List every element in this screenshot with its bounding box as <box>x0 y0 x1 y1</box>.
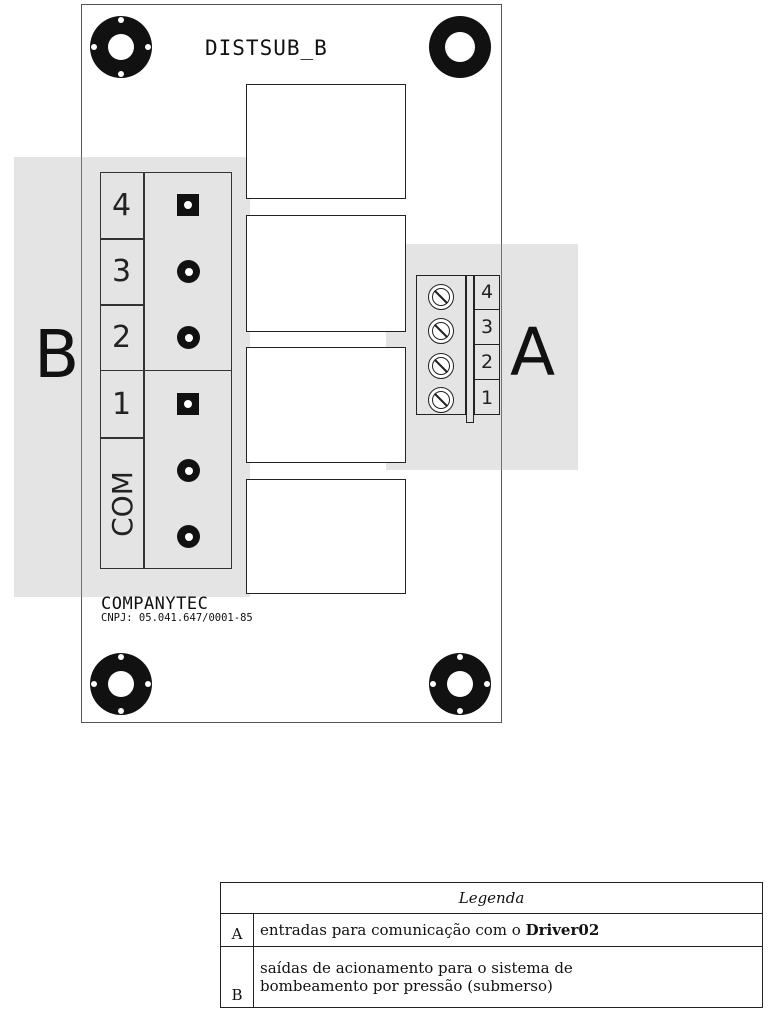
legend-key-a: A <box>220 913 254 947</box>
screw-a-1 <box>428 387 454 413</box>
connector-b-lower <box>100 370 232 569</box>
board-title: DISTSUB_B <box>205 36 328 60</box>
zone-a-highlight <box>386 244 578 470</box>
mounting-hole-bottom-left <box>90 653 152 715</box>
relay-2 <box>246 215 406 332</box>
zone-a-label: A <box>510 314 556 391</box>
terminal-b-4-label: 4 <box>111 187 132 223</box>
terminal-b-com-label: COM <box>105 470 138 537</box>
connector-a-rail <box>466 275 474 423</box>
legend-row-b: B saídas de acionamento para o sistema d… <box>220 946 763 1008</box>
legend-text-a-bold: Driver02 <box>525 921 600 939</box>
connector-a: 4 3 2 1 <box>416 275 500 423</box>
legend-text-b-line1: saídas de acionamento para o sistema de <box>260 959 573 977</box>
relay-4 <box>246 479 406 594</box>
mounting-hole-bottom-right <box>429 653 491 715</box>
relay-1 <box>246 84 406 199</box>
pad-b-3 <box>177 260 200 283</box>
terminal-a-4-label: 4 <box>474 275 500 310</box>
pad-b-com-1 <box>177 459 200 482</box>
pad-b-1 <box>177 393 199 415</box>
mounting-hole-top-left <box>90 16 152 78</box>
company-name: COMPANYTEC <box>101 594 209 614</box>
relay-3 <box>246 347 406 463</box>
connector-a-label-strip <box>474 275 500 415</box>
company-cnpj: CNPJ: 05.041.647/0001-85 <box>101 612 253 624</box>
legend-text-b-line2: bombeamento por pressão (submerso) <box>260 977 553 995</box>
legend-text-a-prefix: entradas para comunicação com o <box>260 921 526 939</box>
legend-text-a: entradas para comunicação com o Driver02 <box>253 913 763 947</box>
mounting-hole-top-right <box>429 16 491 78</box>
pad-b-2 <box>177 326 200 349</box>
terminal-b-com-cell: COM <box>100 438 143 569</box>
zone-b-label: B <box>34 316 80 393</box>
terminal-b-2-label: 2 <box>111 320 132 355</box>
legend-table: Legenda A entradas para comunicação com … <box>220 882 763 1008</box>
terminal-a-1-label: 1 <box>480 386 494 409</box>
terminal-a-3-label: 3 <box>474 310 500 345</box>
screw-a-4 <box>428 284 454 310</box>
terminal-a-2-label: 2 <box>474 345 500 380</box>
terminal-b-3-label: 3 <box>111 254 132 289</box>
connector-a-body <box>416 275 466 415</box>
screw-a-2 <box>428 353 454 379</box>
pad-b-4 <box>177 194 199 216</box>
pad-b-com-2 <box>177 525 200 548</box>
legend-title: Legenda <box>220 882 763 914</box>
legend-row-a: A entradas para comunicação com o Driver… <box>220 913 763 947</box>
zone-b-highlight <box>14 157 250 597</box>
screw-a-3 <box>428 318 454 344</box>
legend-key-b: B <box>220 946 254 1008</box>
connector-b-divider <box>143 172 145 569</box>
connector-b: 4 3 2 1 COM <box>100 172 232 569</box>
terminal-b-1-label: 1 <box>111 386 132 422</box>
